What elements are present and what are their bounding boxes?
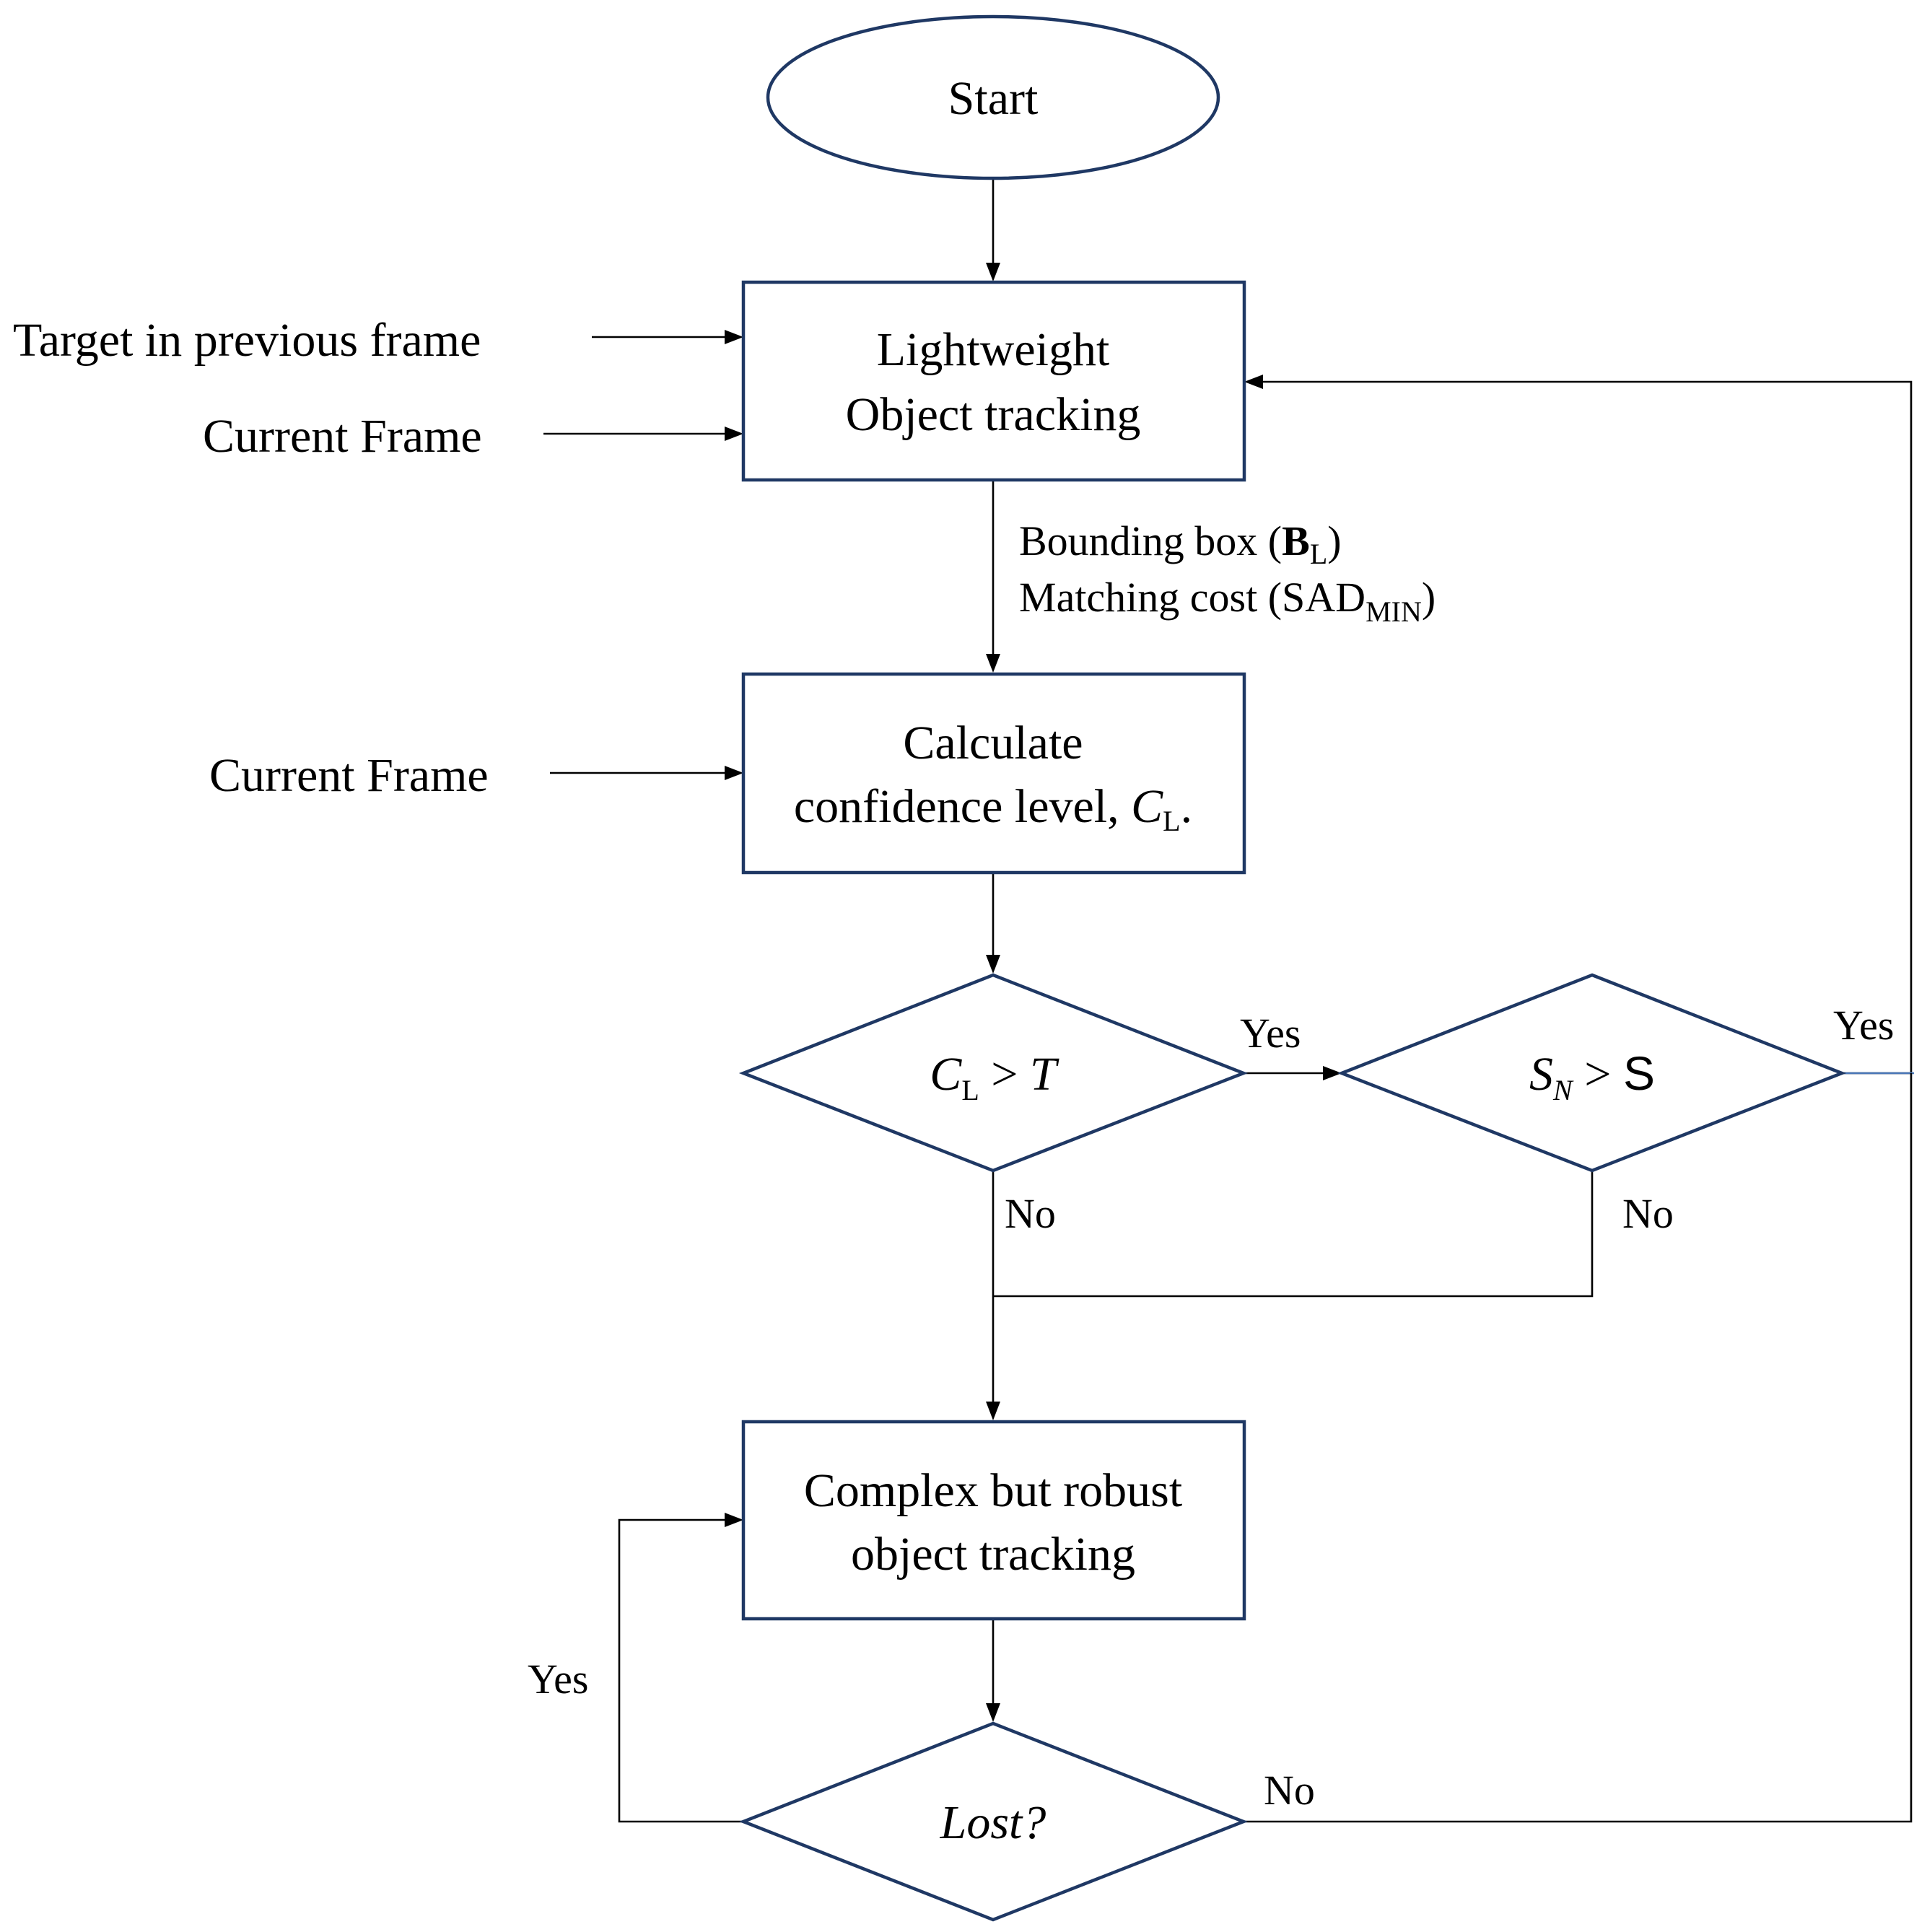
label-conf-no: No	[1005, 1190, 1056, 1237]
complex-line1: Complex but robust	[804, 1464, 1182, 1517]
arrowhead	[725, 427, 743, 441]
label-conf-yes: Yes	[1240, 1010, 1301, 1057]
confidence-box	[741, 672, 1246, 875]
decision-similarity-threshold: S	[1623, 1046, 1655, 1100]
cost-prefix: Matching cost (	[1019, 574, 1282, 621]
decision-lost-diamond	[738, 1721, 1249, 1922]
confidence-line1: Calculate	[903, 717, 1083, 769]
start-terminal	[766, 14, 1220, 180]
arrowhead	[986, 955, 1000, 974]
arrowhead	[725, 1513, 743, 1527]
output-matching-cost: Matching cost (SADMIN)	[1019, 574, 1436, 628]
decision-similarity-op: >	[1573, 1048, 1623, 1101]
lightweight-line1: Lightweight	[877, 323, 1110, 376]
arrowhead	[725, 330, 743, 344]
confidence-line2-prefix: confidence level,	[794, 780, 1131, 833]
input-current-frame-1: Current Frame	[203, 410, 482, 463]
decision-similarity-symbol: S	[1529, 1048, 1553, 1101]
decision-confidence-diamond	[738, 973, 1249, 1173]
label-lost-yes: Yes	[528, 1656, 588, 1702]
cost-suffix: )	[1422, 574, 1436, 621]
output-bounding-box: Bounding box (BL)	[1019, 517, 1342, 570]
decision-confidence-op: >	[979, 1048, 1030, 1101]
lightweight-line2: Object tracking	[846, 388, 1141, 441]
decision-confidence-threshold: T	[1030, 1048, 1059, 1101]
start-label: Start	[948, 72, 1039, 125]
lightweight-tracking-box	[741, 280, 1246, 482]
arrowhead	[1323, 1066, 1342, 1080]
confidence-line2-suffix: .	[1181, 780, 1193, 833]
confidence-symbol: C	[1131, 780, 1163, 833]
input-current-frame-2: Current Frame	[209, 749, 489, 802]
arrowhead	[986, 1703, 1000, 1722]
decision-similarity-subscript: N	[1552, 1074, 1574, 1106]
cost-symbol: SAD	[1282, 574, 1365, 621]
decision-confidence-label: CL > T	[930, 1048, 1059, 1106]
label-sim-no: No	[1622, 1190, 1674, 1237]
arrowhead	[986, 654, 1000, 673]
input-target-prev: Target in previous frame	[13, 314, 481, 367]
bbox-subscript: L	[1310, 538, 1327, 570]
complex-line2: object tracking	[851, 1528, 1135, 1581]
arrowhead	[986, 1402, 1000, 1420]
bbox-symbol: B	[1282, 517, 1310, 564]
label-lost-no: No	[1264, 1767, 1315, 1814]
decision-lost-label: Lost?	[940, 1796, 1046, 1849]
arrowhead	[986, 263, 1000, 281]
decision-confidence-symbol: C	[930, 1048, 962, 1101]
bbox-suffix: )	[1327, 517, 1341, 564]
edge-sim-no	[993, 1171, 1594, 1298]
bbox-prefix: Bounding box (	[1019, 517, 1282, 564]
arrowhead	[1244, 375, 1263, 389]
label-sim-yes: Yes	[1833, 1002, 1894, 1049]
edge-sim-yes-loop	[1262, 380, 1913, 1075]
edge-lost-yes-loop	[618, 1518, 743, 1823]
confidence-subscript: L	[1163, 805, 1180, 837]
arrowhead	[725, 766, 743, 780]
edge-lost-no-loop	[1244, 1073, 1913, 1823]
decision-confidence-subscript: L	[961, 1074, 979, 1106]
complex-tracking-box	[741, 1420, 1246, 1621]
decision-similarity-diamond	[1337, 973, 1847, 1173]
decision-similarity-label: SN > S	[1529, 1046, 1655, 1106]
cost-subscript: MIN	[1365, 595, 1422, 628]
confidence-line2: confidence level, CL.	[794, 780, 1192, 837]
